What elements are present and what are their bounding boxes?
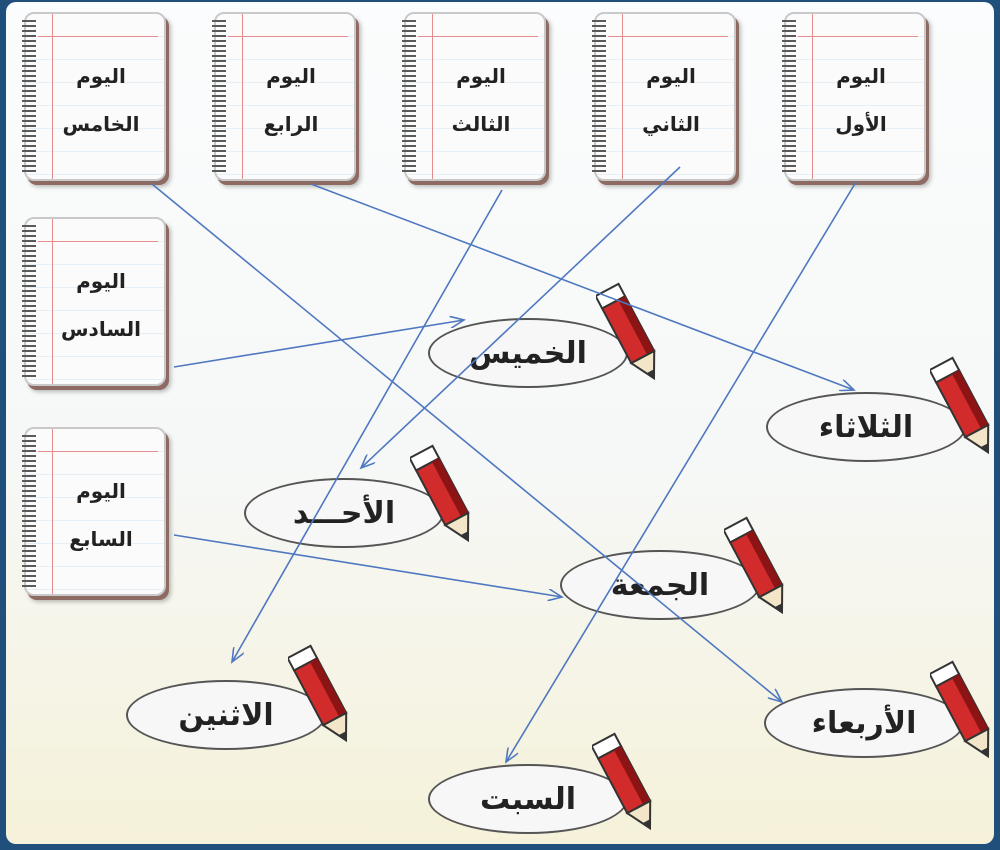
notebook-spiral-icon (782, 20, 796, 173)
arrow-day3-monday (232, 189, 503, 662)
pencil-icon (724, 516, 784, 615)
arrow-day6-thursday (173, 320, 464, 368)
notebook-spiral-icon (22, 225, 36, 378)
arrow-day4-tuesday (310, 183, 854, 390)
pencil-icon (288, 644, 348, 743)
notebook-spiral-icon (402, 20, 416, 173)
notebook-spiral-icon (22, 435, 36, 588)
arrow-day7-friday (173, 534, 562, 597)
notebook-spiral-icon (22, 20, 36, 173)
oval-friday[interactable]: الجمعة (560, 550, 760, 620)
notebook-spiral-icon (592, 20, 606, 173)
notebook-spiral-icon (212, 20, 226, 173)
arrow-day1-saturday (506, 181, 857, 762)
connector-arrows (151, 166, 857, 844)
oval-wednesday[interactable]: الأربعاء (764, 688, 964, 758)
pencil-icon (930, 660, 990, 759)
oval-saturday[interactable]: السبت (428, 764, 628, 834)
arrow-day5-wednesday (151, 183, 782, 702)
pencil-icon (596, 282, 656, 381)
oval-monday[interactable]: الاثنين (126, 680, 326, 750)
oval-tuesday[interactable]: الثلاثاء (766, 392, 966, 462)
arrow-day2-sunday (361, 166, 681, 468)
pencil-icon (592, 732, 652, 831)
pencil-icon (410, 444, 470, 543)
oval-thursday[interactable]: الخميس (428, 318, 628, 388)
pencil-icon (930, 356, 990, 455)
